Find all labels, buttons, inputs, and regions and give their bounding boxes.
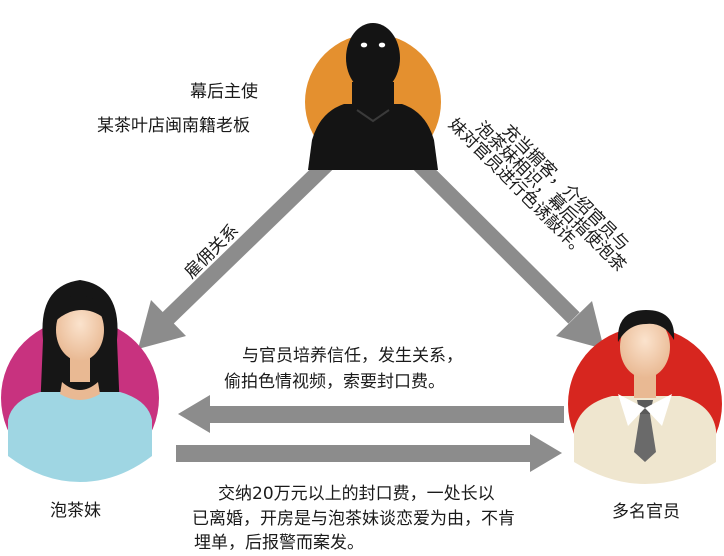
arrow-employ	[138, 157, 334, 349]
officials-avatar	[568, 310, 722, 484]
pay-line-3: 埋单，后报警而案发。	[194, 533, 364, 553]
arrow-intro	[412, 157, 604, 349]
boss-avatar	[305, 23, 441, 170]
boss-title-label: 幕后主使	[190, 82, 258, 102]
pay-line-1: 交纳20万元以上的封口费，一处长以	[218, 484, 495, 504]
boss-description-label: 某茶叶店闽南籍老板	[97, 116, 250, 136]
girl-label: 泡茶妹	[50, 501, 101, 521]
extort-line-2: 偷拍色情视频，索要封口费。	[224, 372, 445, 392]
officials-label: 多名官员	[612, 502, 680, 522]
extort-line-1: 与官员培养信任，发生关系，	[242, 346, 463, 366]
pay-line-2: 已离婚，开房是与泡茶妹谈恋爱为由，不肯	[192, 509, 515, 529]
arrow-pay	[176, 434, 562, 472]
arrow-extort	[178, 395, 564, 433]
girl-avatar	[1, 280, 159, 482]
